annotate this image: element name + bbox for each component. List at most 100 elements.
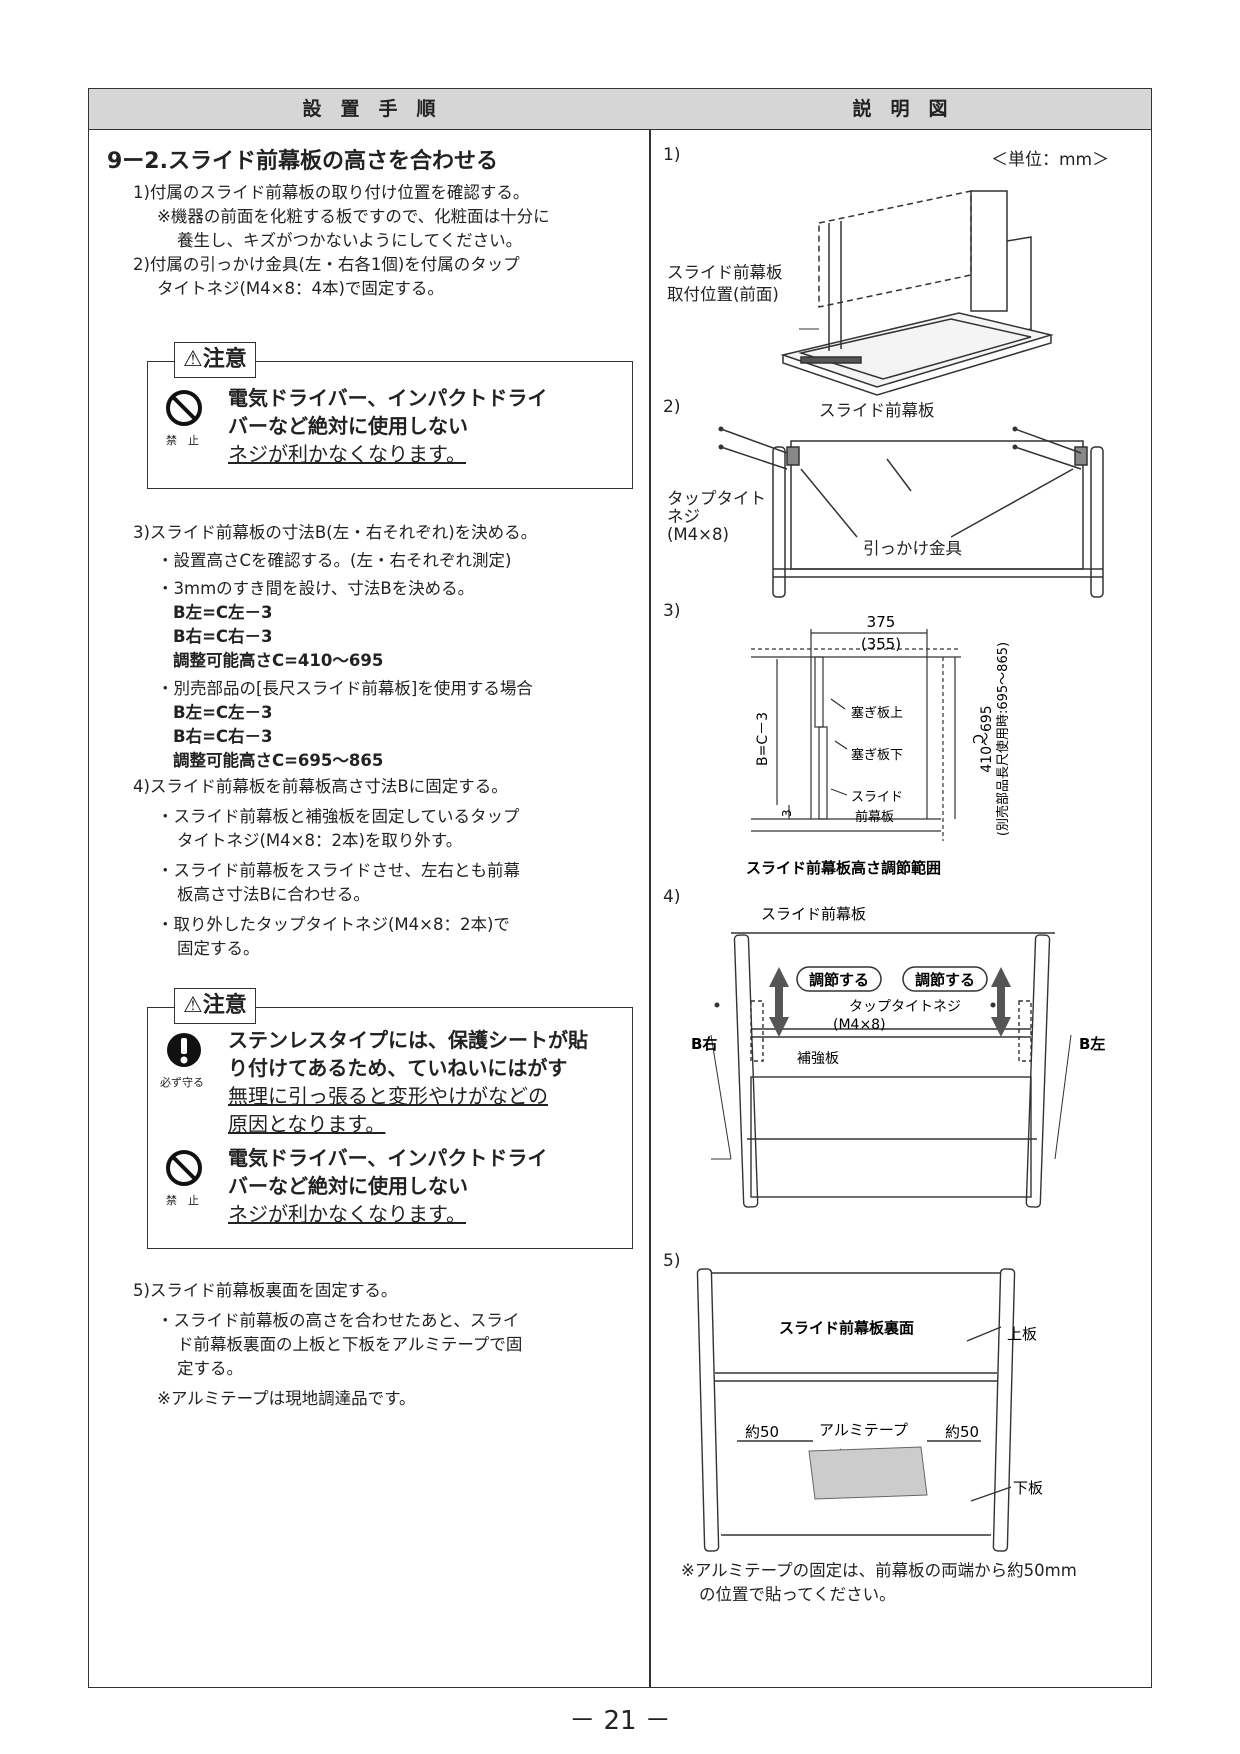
step3-bullet-1: ・設置高さCを確認する。(左・右それぞれ測定)	[157, 551, 512, 570]
caution2-strong-2: り付けてあるため、ていねいにはがす	[228, 1056, 568, 1080]
label-back: スライド前幕板裏面	[779, 1319, 914, 1337]
step4-bullet-1-cont: タイトネジ(M4×8：2本)を取り外す。	[177, 831, 463, 850]
section-title: 9ー2.スライド前幕板の高さを合わせる	[107, 149, 498, 174]
step4-bullet-3-cont: 固定する。	[177, 939, 260, 958]
label-approx-right: 約50	[945, 1423, 979, 1441]
label-c: C	[969, 734, 985, 744]
figure-5-number: 5)	[663, 1251, 681, 1271]
label-slide-1: スライド	[851, 790, 903, 805]
mandatory-icon	[167, 1033, 201, 1067]
caution-box-1: ⚠注意 禁 止 電気ドライバー、インパクトドライ バーなど絶対に使用しない ネジ…	[147, 342, 633, 489]
illustrations: 375 (355) 塞ぎ板上 塞ぎ板下 スライド 前幕板 B=C－3 3 C 4…	[691, 190, 1105, 1552]
figure-2-screw-3: (M4×8)	[667, 525, 729, 544]
label-c-long: (別売部品長尺使用時:695～865)	[995, 642, 1011, 836]
adjust-pill-right	[902, 966, 988, 992]
prohibit-icon	[166, 390, 202, 426]
formula-1: B左=C左－3	[173, 603, 273, 622]
step5-note: ※アルミテープは現地調達品です。	[157, 1389, 416, 1408]
screw-dot	[1012, 426, 1018, 432]
screw-dot	[1012, 444, 1018, 450]
caution2-note-3: ネジが利かなくなります。	[228, 1202, 466, 1226]
caution-label-1: ⚠注意	[174, 342, 256, 378]
step3-text: 3)スライド前幕板の寸法B(左・右それぞれ)を決める。	[133, 523, 538, 542]
label-b-left: B左	[1079, 1035, 1105, 1053]
label-3mm: 3	[780, 809, 794, 817]
dim-375: 375	[867, 613, 896, 631]
label-plate-lower: 塞ぎ板下	[851, 747, 903, 763]
figure-1-label-2: 取付位置(前面)	[667, 285, 779, 304]
step4-text: 4)スライド前幕板を前幕板高さ寸法Bに固定する。	[133, 777, 508, 796]
step1-note: ※機器の前面を化粧する板ですので、化粧面は十分に	[157, 207, 550, 226]
header-illustration: 説 明 図	[649, 89, 1151, 130]
figure-3-section	[751, 629, 961, 841]
caution2-strong-4: バーなど絶対に使用しない	[228, 1174, 468, 1198]
adjust-label-left: 調節する	[809, 971, 869, 989]
step5-bullet-1-cont: ド前幕板裏面の上板と下板をアルミテープで固	[177, 1335, 523, 1354]
formula-6: 調整可能高さC=695～865	[173, 751, 384, 770]
caution1-strong-2: バーなど絶対に使用しない	[228, 414, 468, 438]
figure-3-caption: スライド前幕板高さ調節範囲	[746, 859, 941, 877]
label-slide-panel-4: スライド前幕板	[761, 905, 866, 923]
formula-5: B右=C右－3	[173, 727, 273, 746]
page-number: － 21 －	[569, 1706, 671, 1736]
screw-dot	[718, 444, 724, 450]
figure-1-label-1: スライド前幕板	[667, 263, 783, 282]
caution-label-2: ⚠注意	[174, 988, 256, 1024]
step2-text-cont: タイトネジ(M4×8：4本)で固定する。	[157, 279, 444, 298]
prohibit-icon	[166, 1150, 202, 1186]
formula-2: B右=C右－3	[173, 627, 273, 646]
step1-note-cont: 養生し、キズがつかないようにしてください。	[177, 231, 523, 250]
step5-bullet-1-cont2: 定する。	[177, 1359, 243, 1378]
step4-bullet-3: ・取り外したタップタイトネジ(M4×8：2本)で	[157, 915, 510, 934]
step5-text: 5)スライド前幕板裏面を固定する。	[133, 1281, 398, 1300]
caution2-note-2: 原因となります。	[228, 1112, 386, 1136]
figure-4-adjust	[710, 932, 1072, 1208]
label-screw-4-size: (M4×8)	[833, 1017, 886, 1033]
formula-3: 調整可能高さC=410～695	[173, 651, 384, 670]
adjust-arrow-right	[991, 967, 1011, 1037]
figure-2-hook: 引っかけ金具	[863, 539, 962, 558]
step5-bullet-1: ・スライド前幕板の高さを合わせたあと、スライ	[157, 1311, 520, 1330]
caution2-strong-3: 電気ドライバー、インパクトドライ	[228, 1146, 548, 1170]
step2-text: 2)付属の引っかけ金具(左・右各1個)を付属のタップ	[133, 255, 520, 274]
step4-bullet-2-cont: 板高さ寸法Bに合わせる。	[177, 885, 370, 904]
label-plate-upper: 塞ぎ板上	[851, 705, 903, 721]
figure-2-label-top: スライド前幕板	[819, 401, 935, 420]
label-lower-plate: 下板	[1013, 1479, 1043, 1497]
adjust-label-right: 調節する	[915, 971, 975, 989]
label-slide-2: 前幕板	[855, 809, 894, 825]
label-c-range: 410～695	[979, 705, 995, 772]
screw-dot	[714, 1002, 720, 1008]
label-reinforce: 補強板	[797, 1051, 839, 1067]
step3-bullet-2: ・3mmのすき間を設け、寸法Bを決める。	[157, 579, 475, 598]
figure-1-number: 1)	[663, 145, 681, 165]
figure-1-hood	[780, 190, 1054, 396]
screw-dot	[718, 426, 724, 432]
mandatory-caption: 必ず守る	[160, 1076, 204, 1089]
aluminum-tape	[808, 1446, 928, 1500]
caution2-strong-1: ステンレスタイプには、保護シートが貼	[228, 1028, 588, 1052]
adjust-arrow-left	[769, 967, 789, 1037]
caution1-note: ネジが利かなくなります。	[228, 442, 466, 466]
figure-5-note-1: ※アルミテープの固定は、前幕板の両端から約50mm	[681, 1561, 1077, 1580]
step4-bullet-1: ・スライド前幕板と補強板を固定しているタップ	[157, 807, 520, 826]
caution1-strong-1: 電気ドライバー、インパクトドライ	[228, 386, 548, 410]
figure-2-screw-2: ネジ	[667, 507, 700, 526]
caution2-note-1: 無理に引っ張ると変形やけがなどの	[228, 1084, 548, 1108]
column-divider	[649, 129, 651, 1687]
figure-5-note-2: の位置で貼ってください。	[699, 1585, 896, 1604]
figure-4-number: 4)	[663, 887, 681, 907]
label-b-right: B右	[691, 1035, 717, 1053]
step1-text: 1)付属のスライド前幕板の取り付け位置を確認する。	[133, 183, 530, 202]
step3-bullet-3: ・別売部品の[長尺スライド前幕板]を使用する場合	[157, 679, 533, 698]
figure-2-number: 2)	[663, 397, 681, 417]
label-approx-left: 約50	[745, 1423, 779, 1441]
figure-2-screw-1: タップタイト	[667, 489, 766, 508]
header-procedure: 設 置 手 順	[89, 89, 650, 130]
label-tape: アルミテープ	[819, 1421, 908, 1439]
figure-2-slide-panel	[720, 428, 1104, 598]
prohibit-caption: 禁 止	[166, 434, 199, 447]
figure-3-number: 3)	[663, 601, 681, 621]
label-bcc: B=C－3	[755, 712, 771, 766]
prohibit-caption: 禁 止	[166, 1194, 199, 1207]
